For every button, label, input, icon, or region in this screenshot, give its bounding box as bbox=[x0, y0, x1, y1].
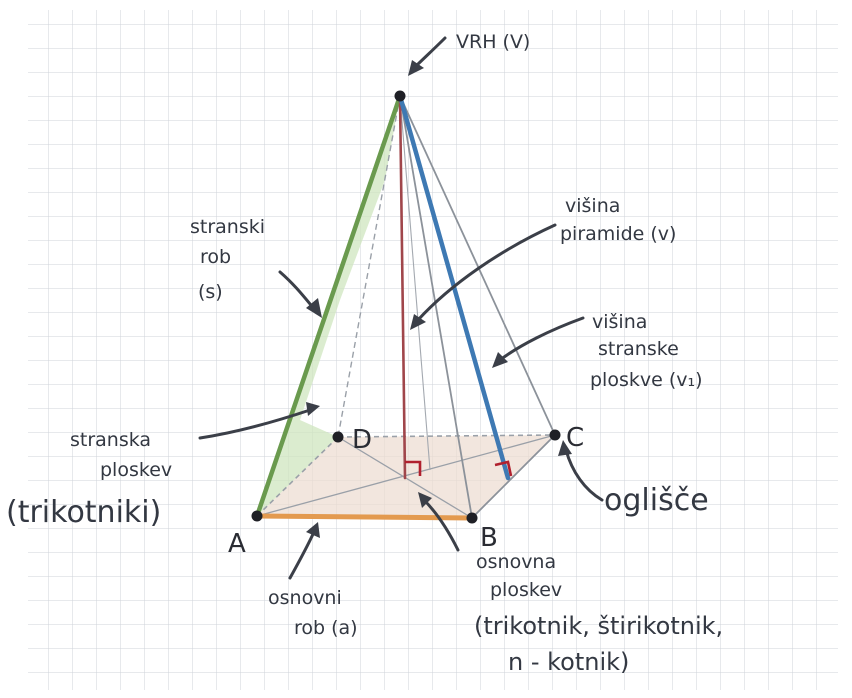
arrow-base-edge-head bbox=[306, 522, 320, 538]
slant-height-label-line1: višina bbox=[592, 311, 647, 333]
base-face-label-line4: n - kotnik) bbox=[508, 648, 629, 676]
apex-point bbox=[394, 90, 406, 102]
base-edge-ad bbox=[256, 436, 339, 517]
slant-height-label-line2: stranske bbox=[598, 338, 679, 360]
lateral-face-label-line2: ploskev bbox=[100, 459, 172, 481]
lateral-edge-label-line2: rob bbox=[200, 246, 231, 268]
vertex-d-point bbox=[332, 431, 344, 443]
right-angle-mark-height bbox=[405, 460, 422, 476]
arrow-lateral-edge-head bbox=[306, 298, 322, 318]
base-face-label-line1: osnovna bbox=[476, 551, 556, 573]
lateral-face-label-line1: stranska bbox=[70, 429, 151, 451]
vertex-a-point bbox=[251, 510, 263, 522]
base-edge-ab bbox=[254, 513, 475, 521]
arrow-slant-height-head bbox=[492, 352, 508, 368]
arrow-height bbox=[416, 223, 557, 322]
base-edge-label-line1: osnovni bbox=[268, 587, 342, 609]
base-edge-label-line2: rob (a) bbox=[294, 617, 358, 639]
arrow-slant-height bbox=[498, 316, 585, 362]
arrow-apex-head bbox=[408, 60, 424, 76]
lateral-edge-label-line1: stranski bbox=[190, 216, 265, 238]
arrow-vertex-head bbox=[558, 440, 572, 456]
right-angle-mark-slant bbox=[494, 460, 513, 477]
vertex-d-label: D bbox=[352, 425, 372, 455]
base-face-label-line3: (trikotnik, štirikotnik, bbox=[474, 612, 723, 640]
pyramid-height-label-line2: piramide (v) bbox=[560, 223, 676, 245]
arrow-base-edge bbox=[288, 530, 316, 580]
pyramid-height-line bbox=[398, 94, 407, 480]
lateral-edge-label-line3: (s) bbox=[198, 281, 223, 303]
slant-height-label-line3: ploskve (v₁) bbox=[590, 369, 703, 391]
arrow-vertex bbox=[564, 448, 604, 502]
arrow-lateral-face-head bbox=[306, 402, 320, 416]
lateral-edge-va bbox=[254, 93, 403, 519]
vertex-term-label: oglišče bbox=[604, 483, 709, 518]
vertex-c-point bbox=[549, 429, 561, 441]
lateral-edge-vd bbox=[337, 95, 401, 438]
apex-label: VRH (V) bbox=[456, 31, 530, 53]
pyramid-height-label-line1: višina bbox=[565, 195, 620, 217]
arrow-lateral-face bbox=[198, 408, 312, 440]
lateral-edge-vb bbox=[399, 95, 473, 519]
base-edge-dc bbox=[337, 434, 556, 438]
hand-drawn-arrow-icon bbox=[198, 36, 604, 580]
vertex-a-label: A bbox=[228, 529, 246, 559]
vertex-c-label: C bbox=[566, 423, 584, 453]
vertex-b-label: B bbox=[480, 523, 498, 553]
lateral-face-label-line3: (trikotniki) bbox=[6, 495, 161, 530]
slant-base-guide bbox=[399, 95, 431, 471]
base-face-label-line2: ploskev bbox=[490, 579, 562, 601]
arrow-height-head bbox=[410, 314, 426, 330]
base-edge-bc bbox=[471, 434, 556, 519]
arrow-base-face-head bbox=[418, 492, 432, 508]
lateral-edge-vc bbox=[399, 95, 556, 436]
graph-paper-grid bbox=[28, 10, 838, 690]
vertex-b-point bbox=[466, 512, 478, 524]
arrow-base-face bbox=[422, 498, 460, 552]
